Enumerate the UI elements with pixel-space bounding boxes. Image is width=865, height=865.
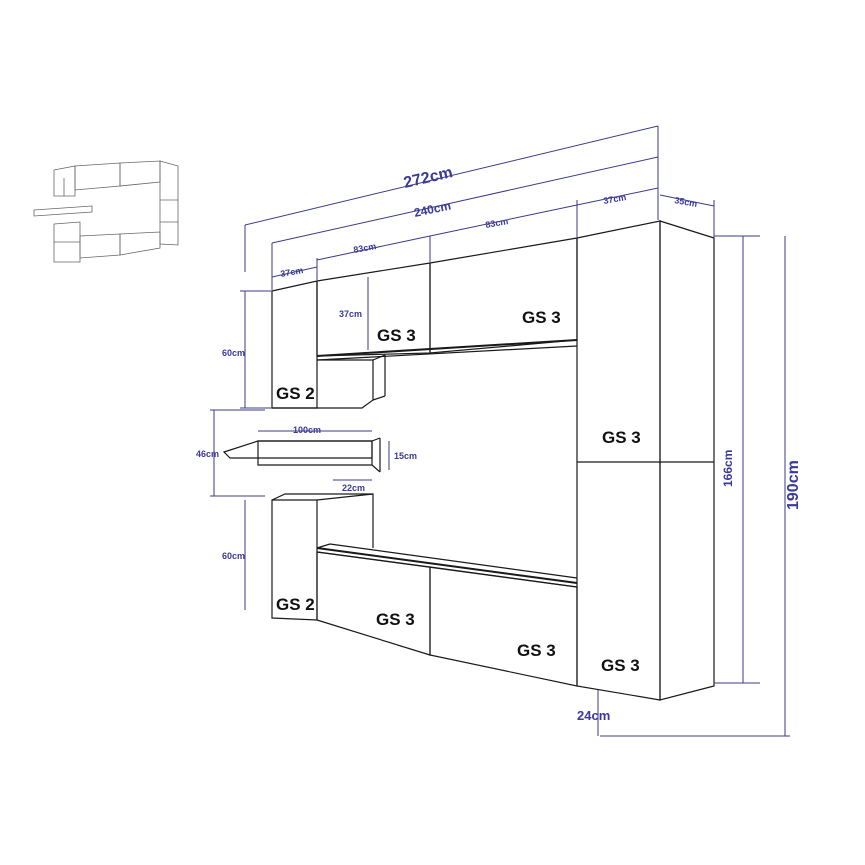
dim-240-label: 240cm xyxy=(413,198,452,219)
dim-83-left-label: 83cm xyxy=(353,241,377,255)
dim-100-label: 100cm xyxy=(293,425,321,435)
gs2-lower-label: GS 2 xyxy=(276,595,315,614)
dim-24-label: 24cm xyxy=(577,708,610,723)
gs3-upper-mid-label: GS 3 xyxy=(377,326,416,345)
dim-37-left-label: 37cm xyxy=(280,265,304,279)
gs3-tall-upper-label: GS 3 xyxy=(602,428,641,447)
dim-22-label: 22cm xyxy=(342,483,365,493)
dim-60-lower-label: 60cm xyxy=(222,551,245,561)
dim-83-right-label: 83cm xyxy=(485,216,509,230)
dim-46-label: 46cm xyxy=(196,449,219,459)
furniture-outline xyxy=(222,220,715,701)
dim-272-label: 272cm xyxy=(402,164,454,192)
dim-37-vertical-label: 37cm xyxy=(339,309,362,319)
dim-35-label: 35cm xyxy=(674,195,698,209)
gs2-upper-label: GS 2 xyxy=(276,384,315,403)
dim-190-label: 190cm xyxy=(785,460,802,510)
dim-15-label: 15cm xyxy=(394,451,417,461)
dim-37-top-label: 37cm xyxy=(603,192,627,206)
gs3-lower-mid-label: GS 3 xyxy=(376,610,415,629)
dim-166-label: 166cm xyxy=(721,450,735,487)
gs3-upper-right-label: GS 3 xyxy=(522,308,561,327)
gs3-lower-right-label: GS 3 xyxy=(517,641,556,660)
dimension-lines xyxy=(210,125,790,737)
gs3-tall-lower-label: GS 3 xyxy=(601,656,640,675)
thumbnail-preview xyxy=(33,160,179,263)
dim-60-upper-label: 60cm xyxy=(222,348,245,358)
